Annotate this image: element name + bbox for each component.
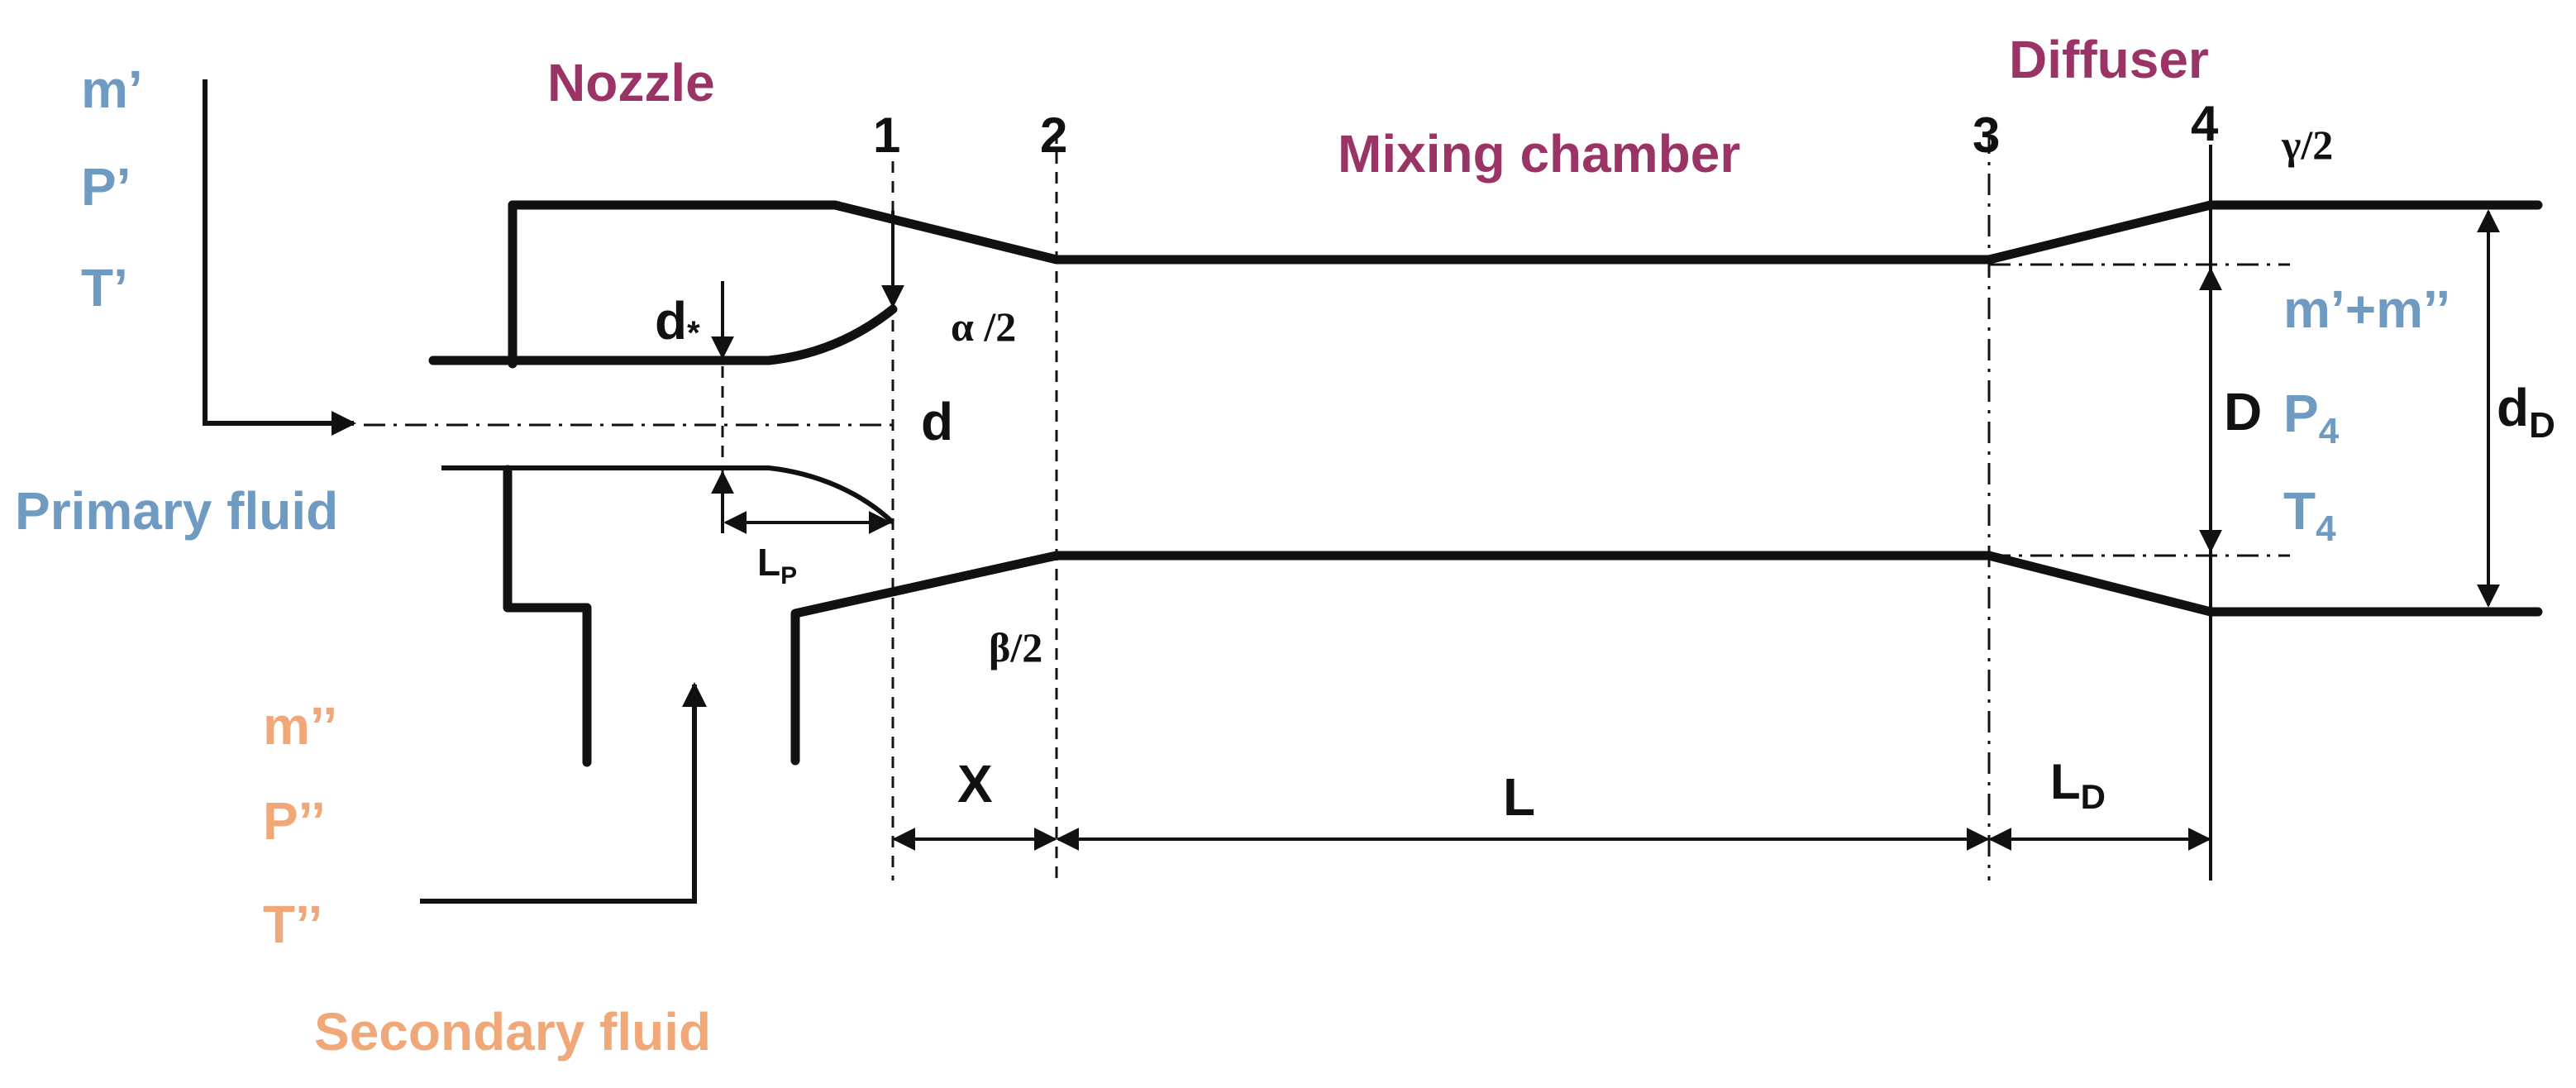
primary-pressure: P’ bbox=[81, 157, 131, 217]
outlet-mass-flow: m’+m’’ bbox=[2283, 279, 2450, 339]
alpha-angle-label: α /2 bbox=[951, 303, 1016, 350]
secondary-flow-arrow bbox=[420, 682, 707, 904]
outlet-temperature: T4 bbox=[2283, 481, 2336, 549]
primary-flow-arrow bbox=[203, 79, 356, 436]
station-1-label: 1 bbox=[873, 107, 900, 163]
secondary-pressure: P’’ bbox=[263, 791, 326, 851]
secondary-temperature: T’’ bbox=[263, 895, 322, 954]
primary-mass-flow: m’ bbox=[81, 60, 143, 119]
diffuser-title: Diffuser bbox=[2009, 30, 2209, 89]
gamma-angle-label: γ/2 bbox=[2281, 122, 2333, 168]
ld-label: LD bbox=[2050, 754, 2106, 816]
secondary-fluid-label: Secondary fluid bbox=[314, 1002, 711, 1062]
station-2-label: 2 bbox=[1040, 107, 1067, 163]
d-label: d bbox=[921, 392, 953, 451]
outlet-pressure: P4 bbox=[2283, 384, 2340, 451]
x-label: X bbox=[957, 754, 993, 814]
dd-label: dD bbox=[2497, 378, 2555, 446]
secondary-inlet-lower-wall bbox=[503, 465, 592, 767]
mixing-chamber-title: Mixing chamber bbox=[1338, 124, 1740, 184]
lp-label: LP bbox=[757, 541, 797, 589]
nozzle-title: Nozzle bbox=[547, 53, 715, 112]
station-3-label: 3 bbox=[1973, 107, 2000, 163]
secondary-mass-flow: m’’ bbox=[263, 696, 337, 756]
d-star-label: d* bbox=[655, 291, 700, 351]
l-label: L bbox=[1503, 767, 1535, 827]
station-4-label: 4 bbox=[2191, 96, 2219, 151]
D-label: D bbox=[2224, 382, 2262, 441]
outer-wall-top bbox=[508, 200, 2543, 265]
outer-wall-bottom bbox=[790, 551, 2543, 766]
nozzle-wall-top bbox=[428, 304, 898, 365]
beta-angle-label: β/2 bbox=[989, 624, 1042, 670]
primary-temperature: T’ bbox=[81, 258, 128, 317]
nozzle-wall-bottom bbox=[441, 465, 895, 525]
primary-fluid-label: Primary fluid bbox=[15, 481, 338, 541]
